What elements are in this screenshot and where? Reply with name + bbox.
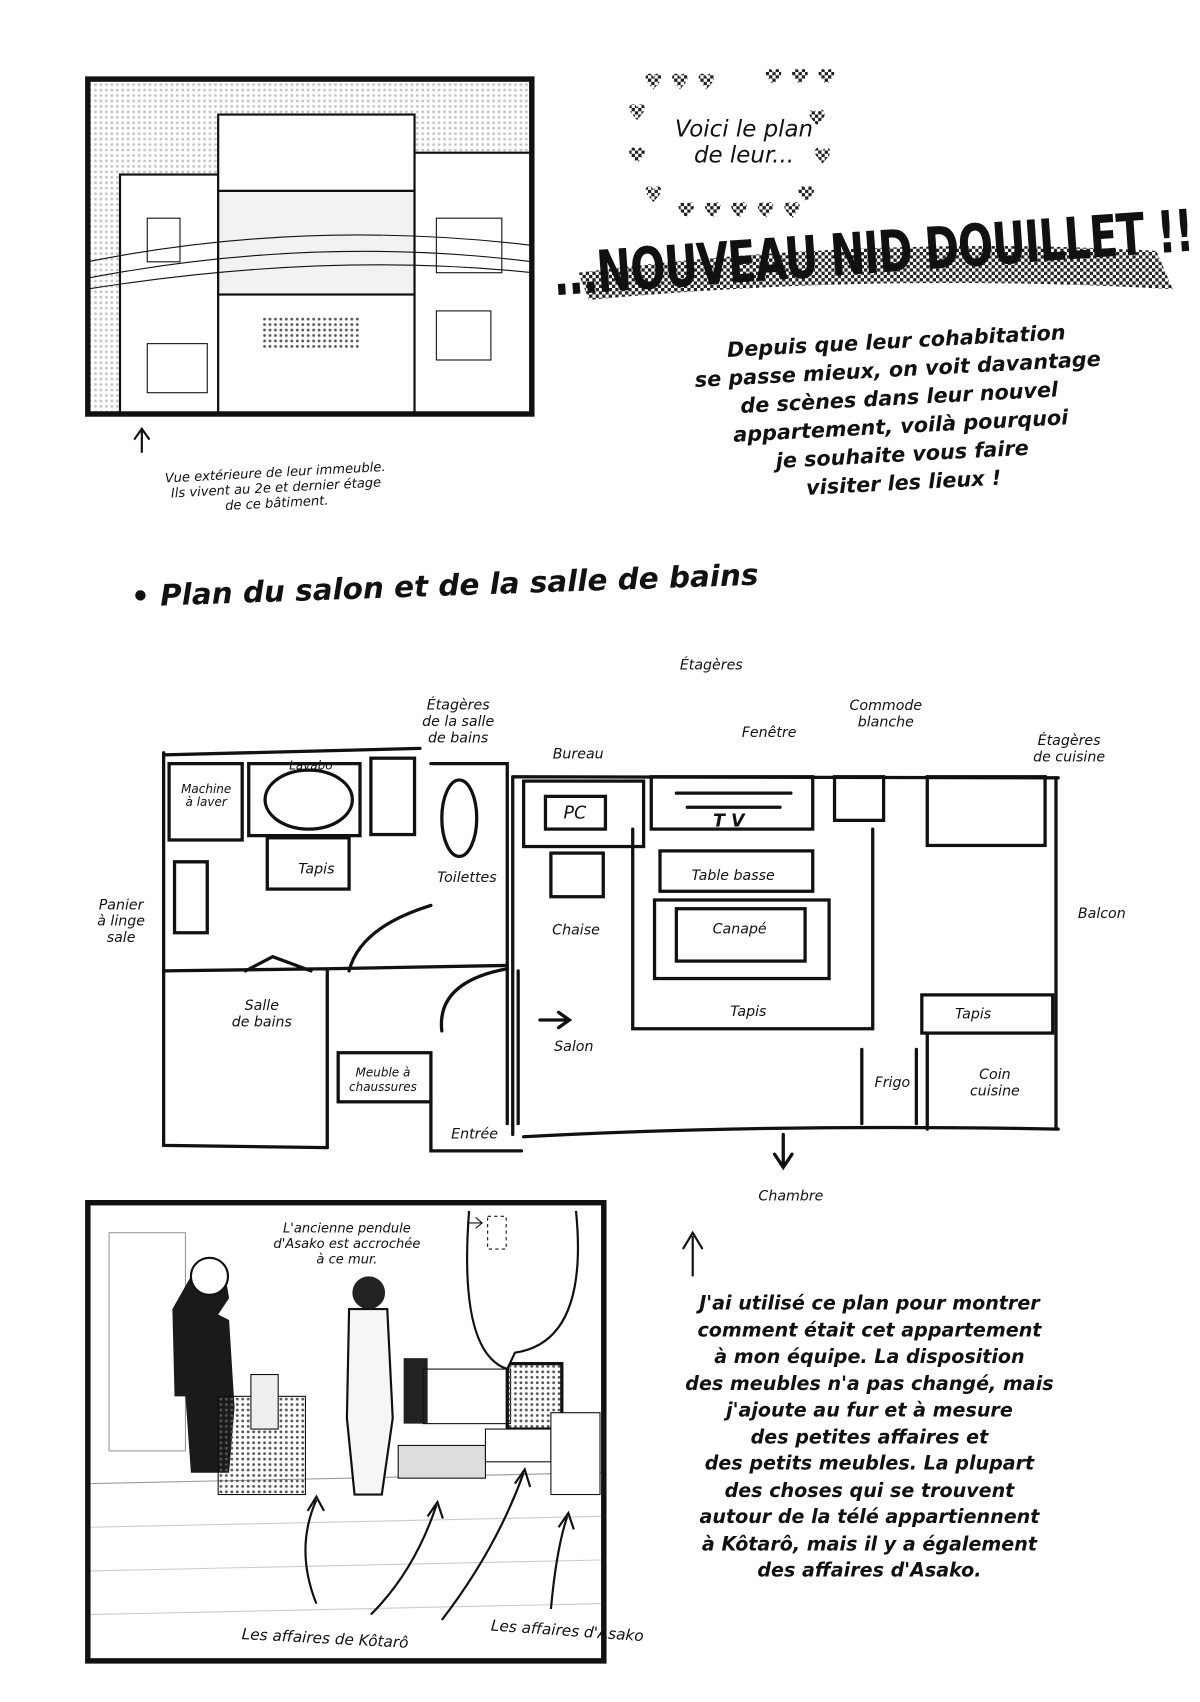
svg-text:♥: ♥	[807, 106, 827, 131]
label-bureau: Bureau	[552, 746, 604, 764]
title-banner-shape	[578, 245, 1173, 300]
svg-text:♥: ♥	[627, 145, 647, 170]
floor-plan	[161, 746, 1060, 1171]
living-room-illustration	[90, 1205, 602, 1659]
svg-text:♥: ♥	[627, 101, 647, 126]
label-salon: Salon	[554, 1039, 594, 1056]
building-exterior-panel	[85, 76, 535, 417]
svg-text:♥ ♥ ♥: ♥ ♥ ♥	[764, 66, 836, 91]
svg-text:♥: ♥	[813, 145, 833, 170]
svg-text:♥ ♥ ♥: ♥ ♥ ♥	[644, 70, 716, 95]
label-toilettes: Toilettes	[437, 869, 497, 887]
intro-line: Voici le plan	[674, 115, 814, 142]
label-tv: T V	[712, 809, 745, 831]
label-chambre: Chambre	[758, 1188, 824, 1205]
svg-text:♥ ♥ ♥ ♥ ♥: ♥ ♥ ♥ ♥ ♥	[676, 199, 801, 224]
intro-paragraph: Depuis que leur cohabitation se passe mi…	[693, 317, 1108, 508]
label-fenetre: Fenêtre	[741, 724, 797, 742]
intro-text: Voici le plan de leur...	[675, 116, 813, 168]
label-canape: Canapé	[712, 921, 767, 938]
building-illustration	[87, 78, 534, 416]
svg-text:♥: ♥	[796, 183, 816, 208]
living-room-panel	[85, 1199, 607, 1664]
svg-text:♥: ♥	[644, 183, 664, 208]
label-tapis-salle-de-bains: Tapis	[298, 861, 335, 878]
hearts-decoration: ♥ ♥ ♥♥ ♥ ♥ ♥♥ ♥♥ ♥♥ ♥ ♥ ♥ ♥ ♥	[627, 66, 836, 224]
label-tapis-cuisine: Tapis	[954, 1006, 992, 1023]
label-table-basse: Table basse	[691, 867, 775, 885]
label-balcon: Balcon	[1077, 905, 1126, 923]
label-frigo: Frigo	[874, 1075, 911, 1092]
label-etageres: Étagères	[679, 657, 743, 674]
intro-line: de leur...	[693, 141, 795, 168]
label-pc: PC	[563, 802, 587, 824]
label-tapis-salon: Tapis	[730, 1004, 767, 1021]
label-chaise: Chaise	[552, 922, 600, 939]
label-lavabo: Lavabo	[289, 758, 333, 773]
label-entree: Entrée	[451, 1126, 498, 1143]
